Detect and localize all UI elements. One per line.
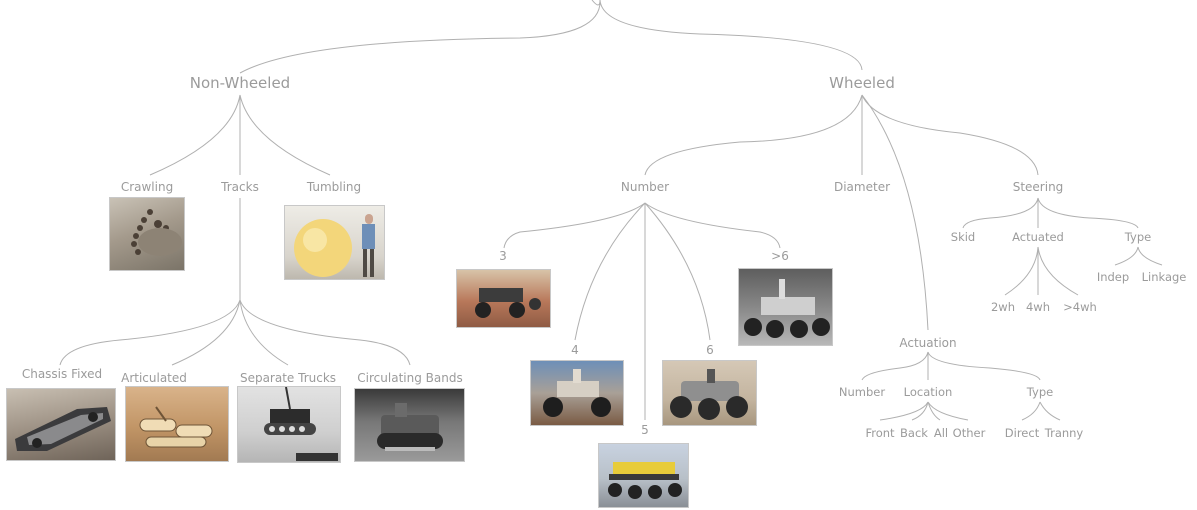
tracks-label: Tracks <box>221 180 259 194</box>
number-5-label: 5 <box>641 423 649 437</box>
actuated-label: Actuated <box>1012 230 1064 244</box>
number-6-label: 6 <box>706 343 714 357</box>
front-label: Front <box>865 426 895 440</box>
edge-n6 <box>644 202 711 341</box>
edge-circulating-bands <box>239 299 411 366</box>
edge-direct-tranny <box>1021 401 1061 421</box>
three-wheel-rover-photo <box>456 269 551 328</box>
chassis-fixed-photo <box>6 388 116 461</box>
tranny-label: Tranny <box>1044 426 1084 440</box>
edge-act-type <box>927 351 1041 381</box>
edge-indep-linkage <box>1114 246 1163 266</box>
articulated-photo <box>125 386 229 462</box>
circulating-bands-label: Circulating Bands <box>357 371 463 385</box>
edge-type <box>1037 197 1139 229</box>
edge-n4 <box>574 202 646 341</box>
crawling-label: Crawling <box>120 180 174 194</box>
separate-trucks-photo <box>237 386 341 463</box>
number-gt6-label: >6 <box>771 249 789 263</box>
edge-actuation <box>861 94 929 331</box>
articulated-label: Articulated <box>121 371 187 385</box>
edge-articulated <box>171 299 241 366</box>
indep-label: Indep <box>1096 270 1130 284</box>
four-wheel-rover-photo <box>530 360 624 426</box>
edge-chassis-fixed <box>59 299 241 366</box>
six-plus-wheel-rover-photo <box>738 268 833 346</box>
location-label: Location <box>903 385 953 399</box>
crawling-robot-photo <box>109 197 185 271</box>
chassis-fixed-label: Chassis Fixed <box>21 367 103 381</box>
edge-crawling <box>149 94 241 176</box>
circulating-bands-photo <box>354 388 465 462</box>
4wh-label: 4wh <box>1025 300 1051 314</box>
root-brace <box>239 0 863 74</box>
actuation-label: Actuation <box>899 336 957 350</box>
2wh-label: 2wh <box>990 300 1016 314</box>
actuation-number-label: Number <box>838 385 886 399</box>
wheeled-label: Wheeled <box>829 74 895 92</box>
non-wheeled-label: Non-Wheeled <box>189 74 291 92</box>
six-wheel-rover-photo <box>662 360 757 426</box>
gt4wh-label: >4wh <box>1063 300 1097 314</box>
actuation-type-label: Type <box>1026 385 1054 399</box>
diameter-label: Diameter <box>833 180 891 194</box>
edge-skid <box>962 197 1039 229</box>
edge-act-number <box>861 351 929 381</box>
edge-separate-trucks <box>239 299 289 366</box>
edge-n-gt6 <box>644 202 781 249</box>
edge-steering <box>861 94 1039 176</box>
edge-n3 <box>503 202 646 249</box>
number-label: Number <box>620 180 670 194</box>
linkage-label: Linkage <box>1141 270 1187 284</box>
edge-2wh <box>1004 246 1039 296</box>
back-label: Back <box>900 426 928 440</box>
five-wheel-rover-photo <box>598 443 689 508</box>
skid-label: Skid <box>950 230 976 244</box>
tumbling-label: Tumbling <box>306 180 362 194</box>
separate-trucks-label: Separate Trucks <box>239 371 337 385</box>
edge-number <box>644 94 863 176</box>
direct-label: Direct <box>1004 426 1040 440</box>
steering-type-label: Type <box>1124 230 1152 244</box>
edge-gt4wh <box>1037 246 1079 296</box>
edge-location-children <box>879 401 969 421</box>
other-label: Other <box>952 426 986 440</box>
number-3-label: 3 <box>499 249 507 263</box>
edge-tumbling <box>239 94 331 176</box>
tumbling-ball-robot-photo <box>284 205 385 280</box>
steering-label: Steering <box>1012 180 1064 194</box>
all-label: All <box>933 426 949 440</box>
number-4-label: 4 <box>571 343 579 357</box>
